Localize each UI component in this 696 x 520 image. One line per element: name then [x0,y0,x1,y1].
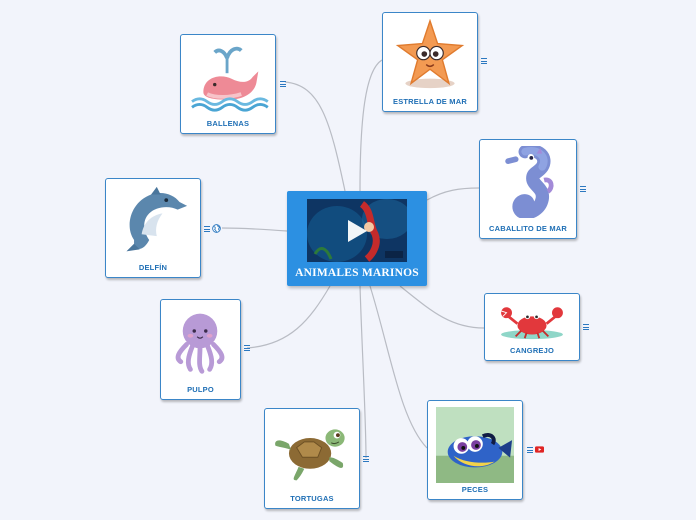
play-icon[interactable] [307,199,407,262]
connector-cangrejo [399,285,485,329]
notes-icon[interactable] [280,81,286,87]
topic-delfin[interactable]: DELFÍN [105,178,201,278]
connector-peces [369,285,428,449]
topic-cangrejo[interactable]: CANGREJO [484,293,580,361]
connector-pulpo [246,285,331,349]
central-topic-title: ANIMALES MARINOS [295,267,419,279]
octopus-icon [161,306,240,379]
connector-caballito [426,187,480,201]
whale-icon [181,41,275,113]
dolphin-icon [106,185,200,257]
notes-icon[interactable] [204,226,210,232]
topic-estrella-de-mar[interactable]: ESTRELLA DE MAR [382,12,478,112]
connector-estrella [359,59,383,192]
topic-ballenas-label: BALLENAS [206,119,250,128]
notes-icon[interactable] [580,186,586,192]
connector-tortugas [359,285,367,459]
fish-icon [436,407,514,483]
topic-pulpo[interactable]: PULPO [160,299,241,400]
notes-icon[interactable] [583,324,589,330]
topic-caballito-de-mar[interactable]: CABALLITO DE MAR [479,139,577,239]
notes-icon[interactable] [363,456,369,462]
central-topic[interactable]: ANIMALES MARINOS [287,191,427,286]
seahorse-icon [480,146,576,218]
connector-ballenas [284,81,346,192]
topic-ballenas[interactable]: BALLENAS [180,34,276,134]
topic-estrella-label: ESTRELLA DE MAR [393,97,467,106]
globe-link-icon[interactable] [212,224,221,233]
topic-delfin-label: DELFÍN [138,263,168,272]
turtle-icon [265,415,359,488]
topic-caballito-label: CABALLITO DE MAR [488,224,568,233]
crab-icon [485,300,579,340]
connector-delfin [221,227,288,232]
notes-icon[interactable] [244,345,250,351]
youtube-icon[interactable] [535,446,544,453]
topic-peces-label: PECES [461,485,489,494]
topic-cangrejo-label: CANGREJO [509,346,555,355]
starfish-icon [383,19,477,91]
topic-peces[interactable]: PECES [427,400,523,500]
notes-icon[interactable] [481,58,487,64]
topic-tortugas-label: TORTUGAS [290,494,334,503]
video-thumbnail[interactable] [307,199,407,262]
notes-icon[interactable] [527,447,533,453]
topic-pulpo-label: PULPO [187,385,214,394]
topic-tortugas[interactable]: TORTUGAS [264,408,360,509]
